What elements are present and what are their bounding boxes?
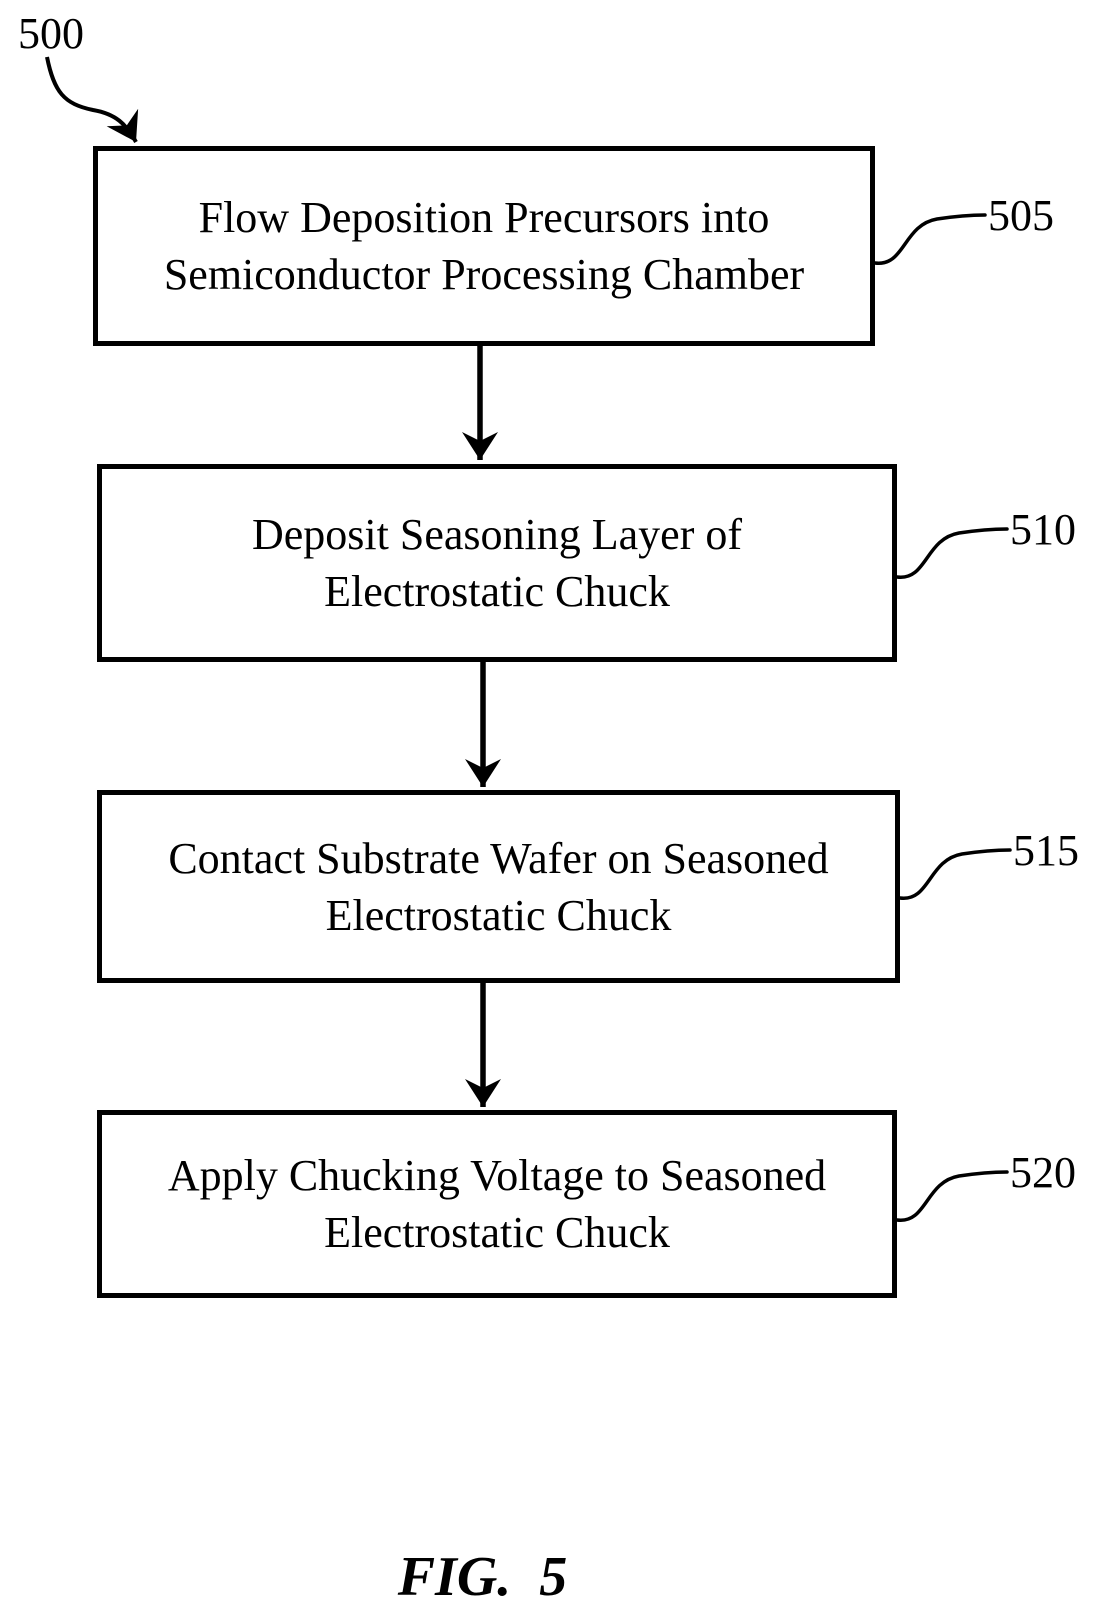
step-text-520: Apply Chucking Voltage to Seasoned Elect… bbox=[168, 1147, 826, 1261]
step-text-515-line1: Contact Substrate Wafer on Seasoned bbox=[168, 833, 829, 883]
leader-line-510 bbox=[895, 527, 1009, 579]
step-box-505: Flow Deposition Precursors into Semicond… bbox=[93, 146, 875, 346]
ref-label-505: 505 bbox=[988, 191, 1054, 240]
figure-label-arrow bbox=[45, 56, 139, 143]
step-box-515: Contact Substrate Wafer on Seasoned Elec… bbox=[97, 790, 900, 983]
ref-label-510: 510 bbox=[1010, 505, 1076, 554]
step-text-505-line1: Flow Deposition Precursors into bbox=[198, 193, 770, 242]
figure-caption: FIG. 5 bbox=[397, 1546, 568, 1608]
leader-line-520 bbox=[895, 1170, 1009, 1222]
step-text-520-line2: Electrostatic Chuck bbox=[324, 1208, 670, 1257]
step-text-515: Contact Substrate Wafer on Seasoned Elec… bbox=[168, 830, 828, 944]
ref-label-520: 520 bbox=[1010, 1148, 1076, 1197]
ref-label-515: 515 bbox=[1013, 826, 1079, 875]
step-text-520-line1: Apply Chucking Voltage to Seasoned bbox=[167, 1151, 827, 1200]
step-text-510: Deposit Seasoning Layer of Electrostatic… bbox=[252, 506, 742, 620]
step-text-510-line2: Electrostatic Chuck bbox=[324, 567, 670, 616]
step-text-510-line1: Deposit Seasoning Layer of bbox=[252, 510, 742, 559]
step-text-505-line2: Semiconductor Processing Chamber bbox=[163, 250, 805, 299]
figure-reference-label: 500 bbox=[18, 9, 84, 58]
leader-line-515 bbox=[898, 848, 1012, 900]
step-text-505: Flow Deposition Precursors into Semicond… bbox=[164, 189, 804, 303]
leader-line-505 bbox=[873, 213, 987, 265]
step-box-520: Apply Chucking Voltage to Seasoned Elect… bbox=[97, 1110, 897, 1298]
step-box-510: Deposit Seasoning Layer of Electrostatic… bbox=[97, 464, 897, 662]
step-text-515-line2: Electrostatic Chuck bbox=[325, 890, 672, 940]
